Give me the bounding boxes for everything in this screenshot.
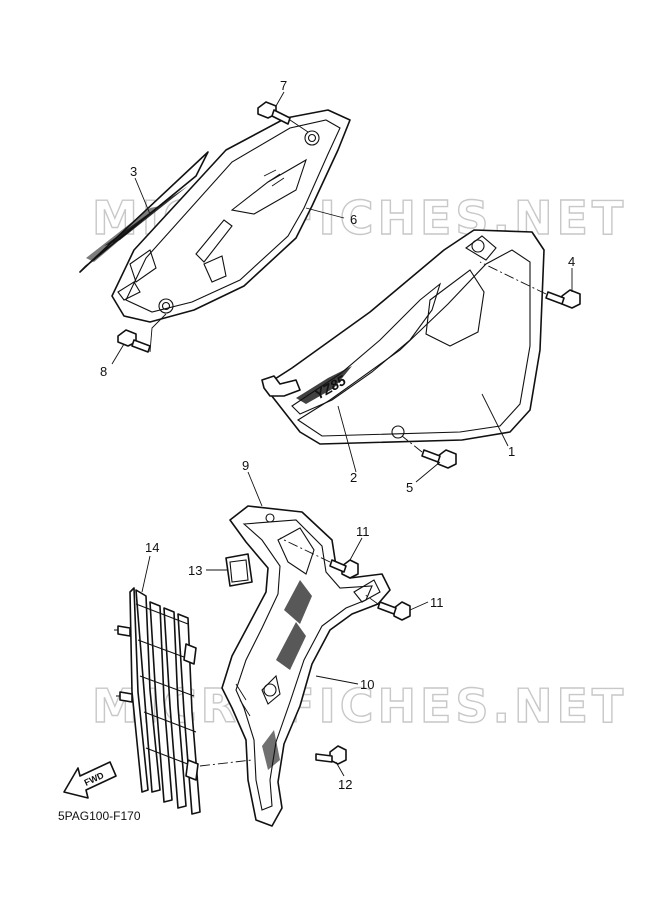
leader-2 xyxy=(337,405,357,473)
part-11-bolt-upper xyxy=(279,537,359,579)
leader-7 xyxy=(275,91,285,107)
part-7-bolt xyxy=(257,101,309,133)
callout-2: 2 xyxy=(350,470,357,485)
leader-11b xyxy=(409,601,429,611)
callout-1: 1 xyxy=(508,444,515,459)
callout-5: 5 xyxy=(406,480,413,495)
callout-7: 7 xyxy=(280,78,287,93)
leader-5 xyxy=(415,461,441,483)
leader-9 xyxy=(247,471,263,507)
diagram-code: 5PAG100-F170 xyxy=(58,809,141,823)
callout-12: 12 xyxy=(338,777,352,792)
callout-10: 10 xyxy=(360,677,374,692)
part-3-decal xyxy=(79,151,209,273)
callout-14: 14 xyxy=(145,540,159,555)
callout-13: 13 xyxy=(188,563,202,578)
leader-3 xyxy=(134,177,151,215)
leader-10 xyxy=(315,675,359,685)
leader-12 xyxy=(335,761,345,777)
part-11-bolt-lower xyxy=(363,593,411,621)
part-1-side-cover-right: YZ85 xyxy=(261,229,545,445)
callout-8: 8 xyxy=(100,364,107,379)
callout-11-lower: 11 xyxy=(430,595,444,610)
callout-11-upper: 11 xyxy=(356,524,370,539)
part-12-bolt xyxy=(315,745,347,765)
part-14-radiator-guard xyxy=(114,587,253,815)
callout-9: 9 xyxy=(242,458,249,473)
part-4-bolt xyxy=(479,261,581,309)
part-5-bolt xyxy=(401,435,457,469)
callout-4: 4 xyxy=(568,254,575,269)
leader-14 xyxy=(141,555,151,593)
leader-8 xyxy=(111,343,125,365)
leader-6 xyxy=(305,207,345,219)
callout-6: 6 xyxy=(350,212,357,227)
leader-1 xyxy=(481,393,509,447)
leader-11a xyxy=(349,537,363,561)
callout-3: 3 xyxy=(130,164,137,179)
part-13-pad xyxy=(225,553,253,587)
fwd-arrow-icon: FWD xyxy=(63,761,117,799)
part-8-bolt xyxy=(117,313,167,353)
part-6-side-cover-left xyxy=(111,109,351,323)
